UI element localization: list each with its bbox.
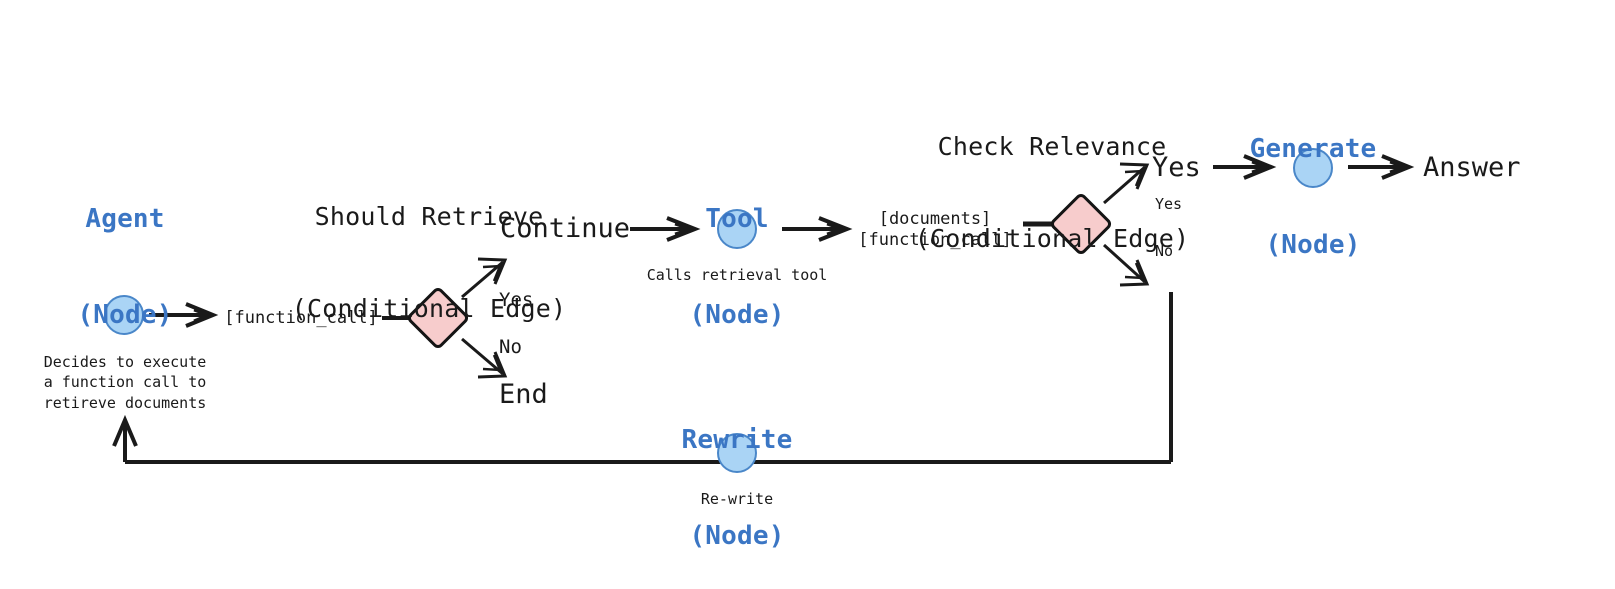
- edge-label-continue: Continue: [500, 213, 631, 244]
- heading-generate-line2: (Node): [1265, 229, 1361, 260]
- heading-check-relevance-line1: Check Relevance: [937, 132, 1167, 161]
- edge-label-documents-function-call: [documents] [function_call]: [858, 209, 1012, 251]
- heading-rewrite: Rewrite (Node): [607, 362, 867, 589]
- heading-check-relevance: Check Relevance (Conditional Edge): [842, 71, 1262, 315]
- heading-tool-line2: (Node): [689, 299, 785, 330]
- node-tool-circle[interactable]: [717, 209, 757, 249]
- heading-rewrite-line1: Rewrite: [681, 425, 793, 456]
- heading-check-relevance-line2: (Conditional Edge): [914, 223, 1190, 253]
- heading-agent: Agent (Node): [5, 141, 245, 395]
- heading-agent-line2: (Node): [77, 299, 173, 330]
- heading-should-retrieve-line1: Should Retrieve: [314, 202, 544, 231]
- node-generate-circle[interactable]: [1293, 148, 1333, 188]
- edge-label-relevance-yes-branch: Yes: [1152, 152, 1201, 183]
- edge-label-answer: Answer: [1423, 152, 1521, 183]
- heading-generate: Generate (Node): [1183, 71, 1443, 325]
- caption-agent: Decides to execute a function call to re…: [43, 353, 207, 412]
- heading-agent-line1: Agent: [85, 204, 165, 235]
- edge-label-decision2-no: No: [1155, 242, 1174, 260]
- heading-rewrite-line2: (Node): [689, 520, 785, 551]
- caption-tool: Calls retrieval tool: [646, 266, 828, 284]
- edge-label-end: End: [499, 379, 548, 410]
- heading-should-retrieve: Should Retrieve (Conditional Edge): [219, 141, 639, 385]
- edge-label-decision2-yes: Yes: [1155, 195, 1183, 213]
- node-agent-circle[interactable]: [104, 295, 144, 335]
- node-rewrite-circle[interactable]: [717, 433, 757, 473]
- edge-label-decision1-yes: Yes: [499, 289, 534, 311]
- heading-tool: Tool (Node): [617, 141, 857, 395]
- edge-label-function-call: [function_call]: [224, 308, 378, 328]
- caption-rewrite: Re-write: [700, 490, 774, 508]
- heading-should-retrieve-line2: (Conditional Edge): [291, 293, 567, 323]
- edge-label-decision1-no: No: [499, 336, 522, 358]
- heading-generate-line1: Generate: [1249, 134, 1377, 165]
- heading-tool-line1: Tool: [705, 204, 769, 235]
